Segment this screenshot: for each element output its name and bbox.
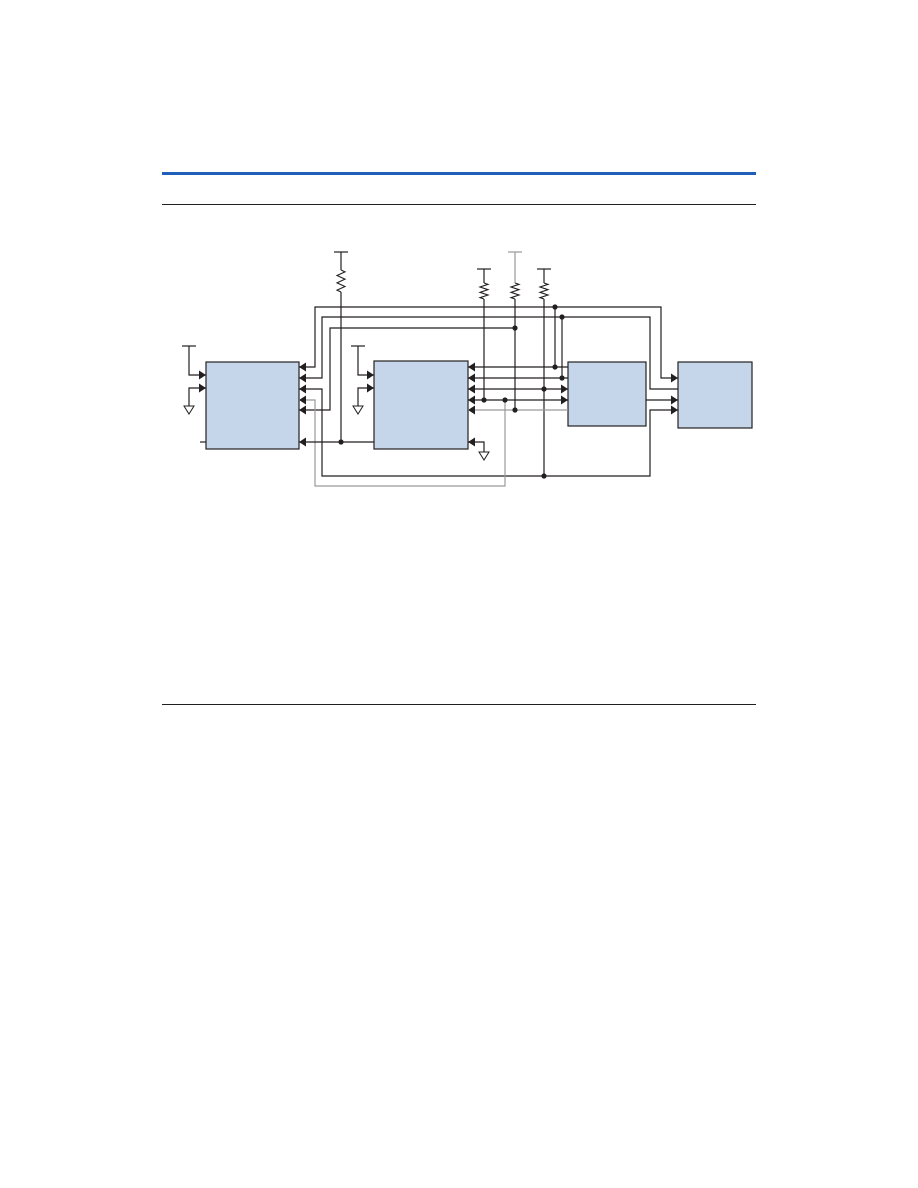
resistor-icon [538, 282, 550, 300]
arrowhead-icon [367, 370, 374, 380]
wire [299, 306, 678, 379]
arrowhead-icon [299, 362, 306, 372]
junction-dot [481, 397, 487, 403]
wire [188, 387, 206, 406]
junction-dot [512, 407, 518, 413]
wire [299, 316, 678, 390]
resistor-icon [478, 282, 490, 300]
arrowhead-icon [199, 370, 206, 380]
block-b [373, 360, 469, 450]
arrowhead-icon [299, 437, 306, 447]
arrowhead-icon [468, 437, 475, 447]
arrowhead-icon [367, 383, 374, 393]
junction-dot [552, 364, 558, 370]
arrowhead-icon [299, 405, 306, 415]
page-rules [162, 172, 756, 705]
junction-dot [559, 314, 565, 320]
header-rule [162, 172, 756, 175]
block-c [567, 361, 647, 427]
junction-dot [541, 386, 547, 392]
wire [188, 346, 206, 376]
resistor-icon [509, 282, 521, 300]
block-a [205, 361, 300, 450]
arrowhead-icon [468, 395, 475, 405]
arrowhead-icon [671, 395, 678, 405]
wire [357, 387, 374, 406]
arrowhead-icon [468, 362, 475, 372]
junction-dot [552, 304, 558, 310]
junction-dot [559, 375, 565, 381]
device-blocks [205, 360, 753, 450]
arrowhead-icon [199, 383, 206, 393]
symbols [182, 251, 678, 479]
arrowhead-icon [299, 395, 306, 405]
arrowhead-icon [671, 405, 678, 415]
arrowhead-icon [468, 384, 475, 394]
arrowhead-icon [671, 373, 678, 383]
arrowhead-icon [468, 405, 475, 415]
block-d [677, 361, 753, 429]
wires [188, 252, 678, 487]
arrowhead-icon [299, 373, 306, 383]
arrowhead-icon [561, 384, 568, 394]
wire-gray [299, 399, 506, 487]
junction-dot [502, 397, 508, 403]
arrowhead-icon [468, 373, 475, 383]
ground-icon [478, 451, 490, 461]
wire [357, 346, 374, 376]
junction-dot [338, 439, 344, 445]
arrowhead-icon [561, 395, 568, 405]
junction-dot [541, 473, 547, 479]
junction-dot [512, 325, 518, 331]
wire [299, 388, 678, 477]
resistor-icon [335, 269, 347, 293]
ground-icon [352, 405, 364, 415]
arrowhead-icon [299, 384, 306, 394]
ground-icon [183, 405, 195, 415]
